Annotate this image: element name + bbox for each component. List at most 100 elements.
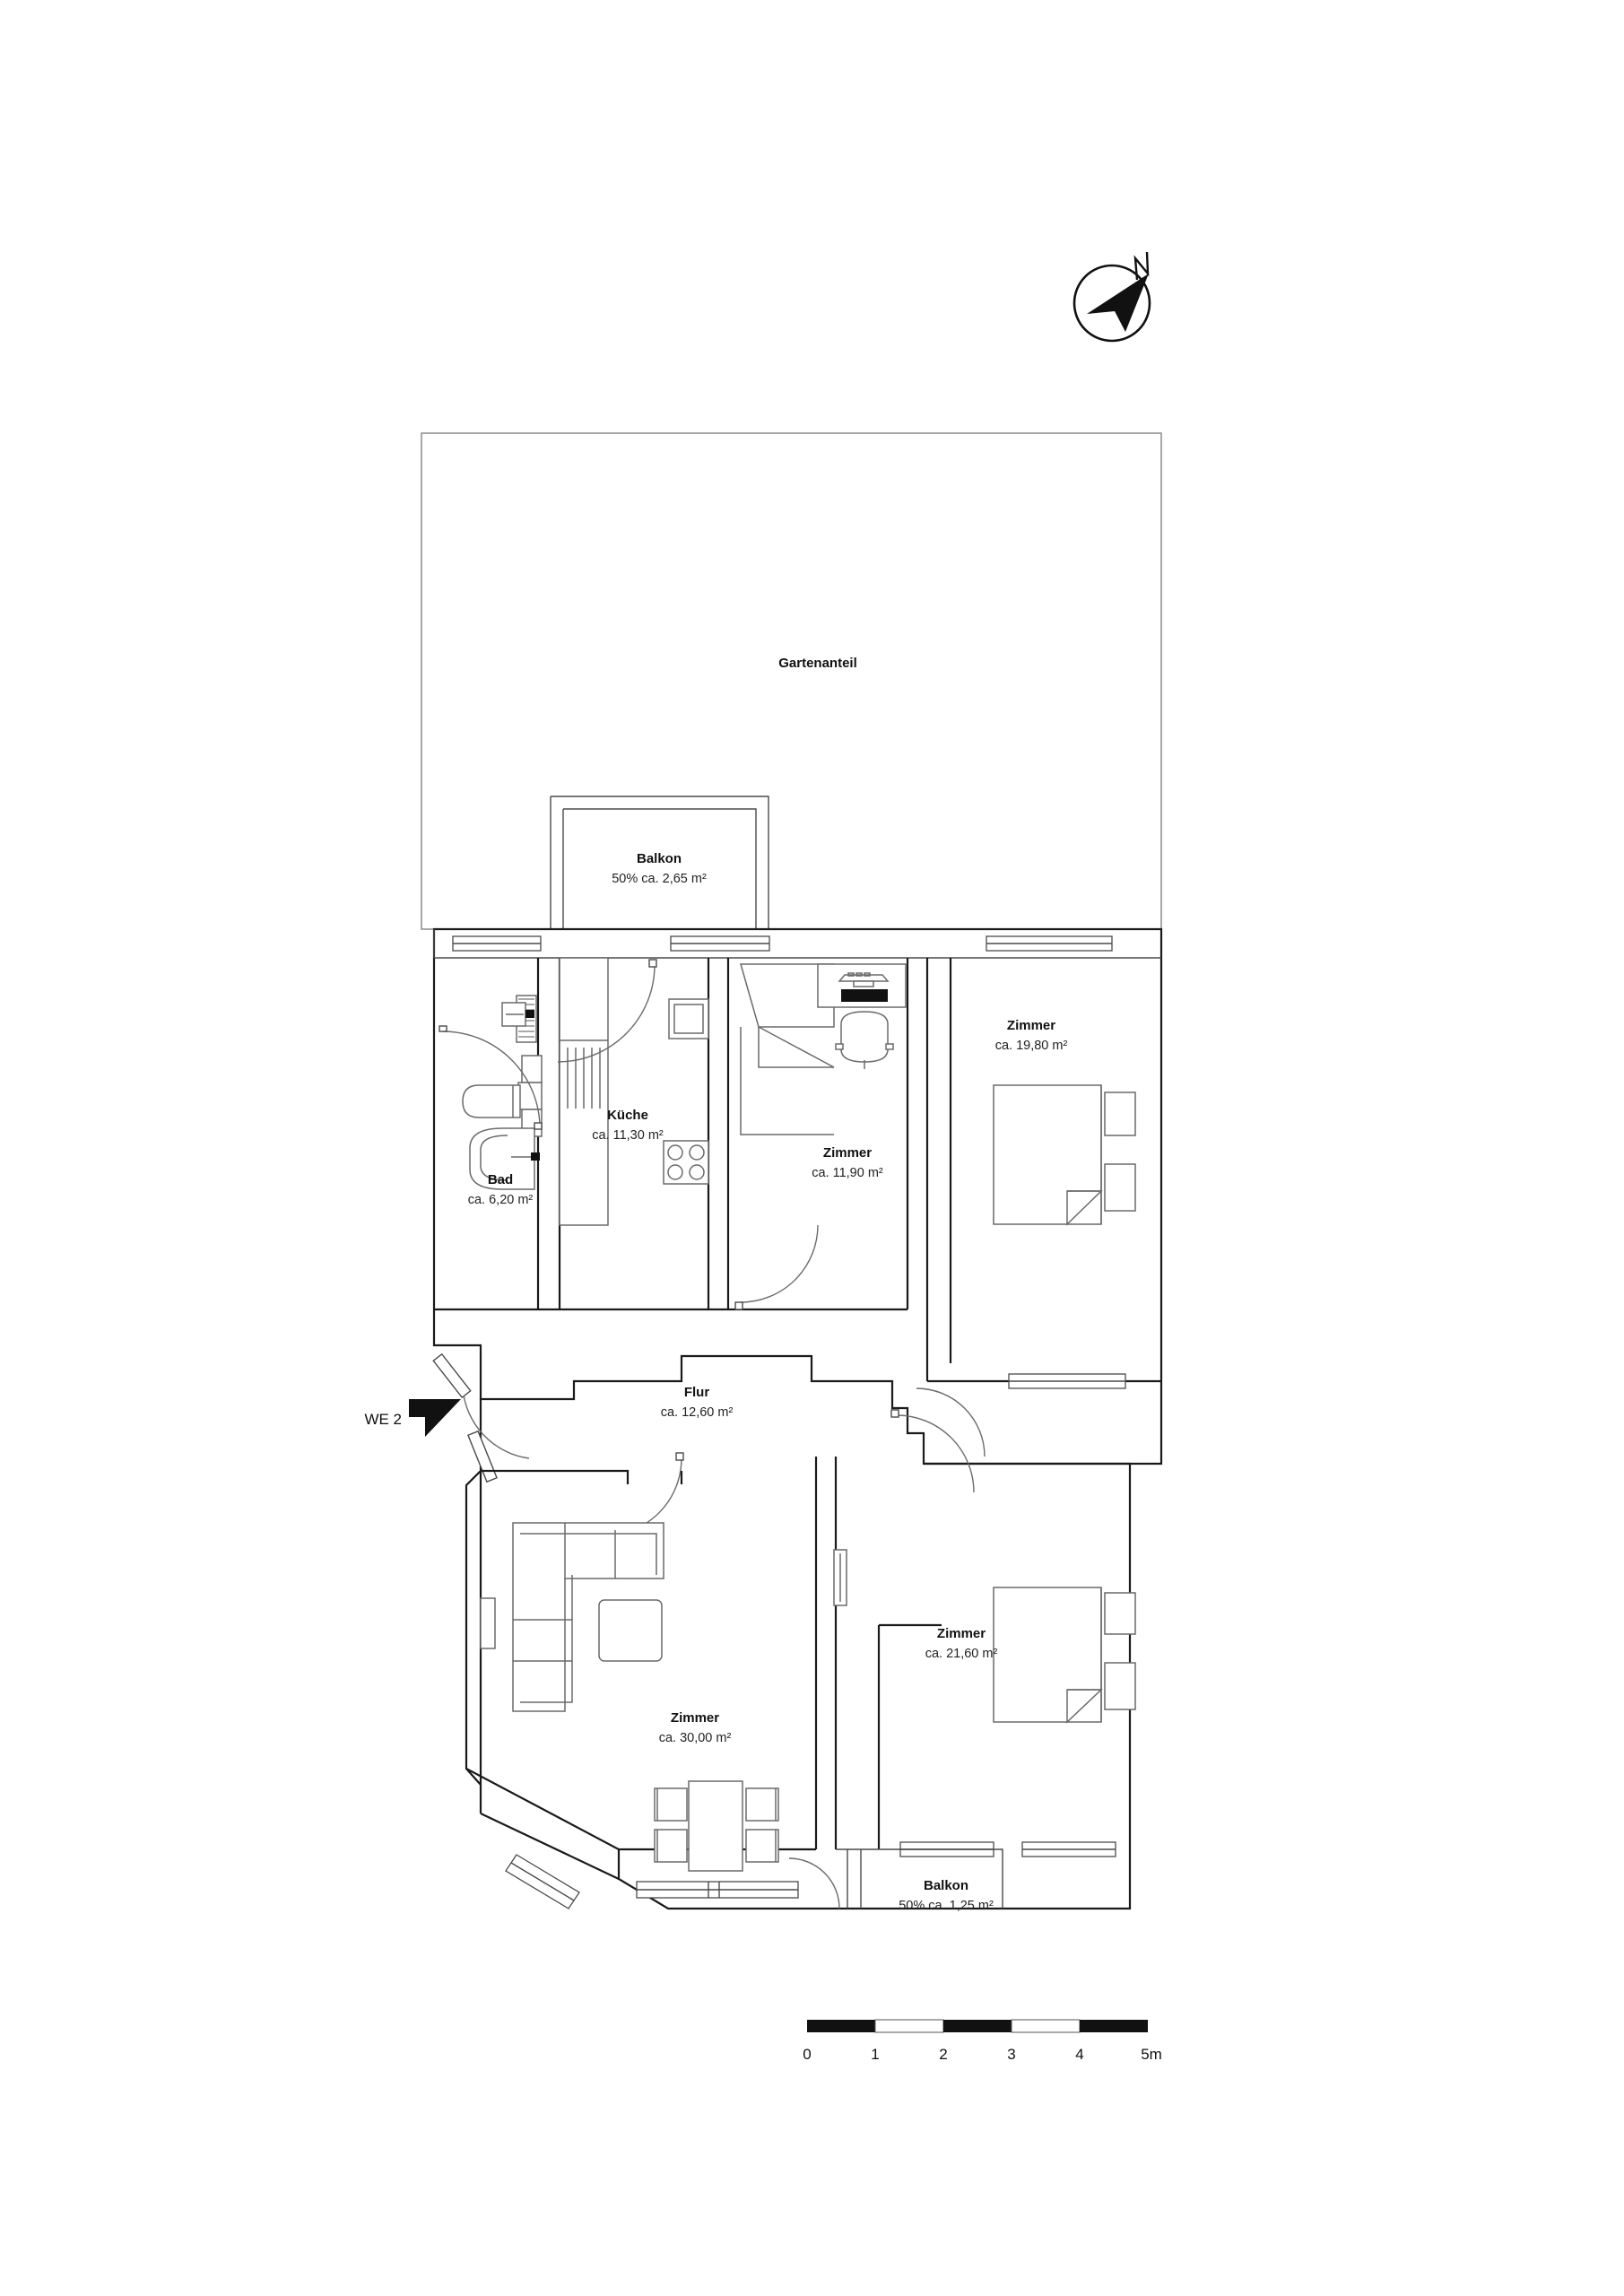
door-zimmer-1190[interactable] (734, 1224, 819, 1310)
door-swing-arc (916, 1387, 986, 1457)
door-entrance[interactable] (432, 1352, 530, 1483)
door-kueche[interactable] (557, 959, 657, 1063)
room-name: Zimmer (937, 1626, 986, 1641)
bed-icon (993, 1084, 1102, 1225)
door-zimmer-2160[interactable] (890, 1409, 975, 1493)
monitor-icon (838, 972, 890, 987)
balcony-lower-wall (836, 1848, 1003, 1909)
room-label-zimmer-2160: Zimmer ca. 21,60 m² (925, 1626, 998, 1661)
wall-bedroom-lower-inset (877, 1623, 942, 1849)
room-label-flur: Flur ca. 12,60 m² (661, 1385, 734, 1420)
scale-tick-2: 2 (939, 2046, 947, 2063)
scale-segment (1080, 2020, 1148, 2032)
door-leaf (439, 1025, 447, 1032)
room-name: Gartenanteil (778, 656, 857, 671)
compass-rose (1073, 251, 1151, 343)
scale-segment (874, 2019, 944, 2033)
window-zimmer-19-80 (986, 935, 1113, 952)
upper-wall-inner-line (433, 929, 1161, 959)
window-zimmer-1980-bottom (1008, 1373, 1126, 1389)
room-labels: Gartenanteil Balkon 50% ca. 2,65 m² Küch… (468, 656, 1068, 1913)
room-label-zimmer-3000: Zimmer ca. 30,00 m² (659, 1710, 732, 1745)
door-swing-arc (442, 1031, 541, 1129)
wall-zimmer1980-bottom (925, 1292, 1161, 1383)
scale-tick-3: 3 (1007, 2046, 1015, 2063)
bedroom-upper-furniture (993, 1084, 1136, 1389)
kitchen-sink-basin (673, 1004, 704, 1034)
bed-icon (993, 1587, 1102, 1723)
balcony-upper-outer-wall (550, 796, 769, 929)
room-area: 50% ca. 1,25 m² (899, 1899, 994, 1913)
room-area: ca. 6,20 m² (468, 1193, 534, 1207)
balcony-upper-inner-wall (562, 808, 757, 929)
office-chair-icon (835, 1011, 894, 1069)
door-leaf-second (467, 1430, 498, 1483)
keyboard-icon (841, 989, 888, 1002)
toilet-bowl (462, 1084, 521, 1118)
entrance-label: WE 2 (364, 1411, 402, 1428)
burner (689, 1144, 705, 1161)
door-leaf (890, 1409, 899, 1418)
dining-chair-icon (654, 1829, 688, 1863)
stove-icon (663, 1140, 709, 1185)
sink-icon (469, 1127, 540, 1190)
dining-chair-icon (745, 1787, 779, 1822)
balcony-door-arc (788, 1857, 840, 1909)
scale-segment (943, 2020, 1012, 2032)
wardrobe-open-mark (758, 1025, 835, 1068)
dining-table-icon (688, 1780, 743, 1872)
burner (689, 1164, 705, 1180)
office-furniture (734, 963, 907, 1310)
dining-chair-icon (654, 1787, 688, 1822)
room-label-balkon-oben: Balkon 50% ca. 2,65 m² (612, 851, 707, 886)
lower-left-wall (465, 1471, 482, 1813)
scale-segment (807, 2020, 875, 2032)
compass-needle-icon (1087, 274, 1149, 332)
garden-area (421, 432, 1162, 930)
scale-bar: 0 1 2 3 4 5m (803, 2019, 1162, 2063)
wardrobe-icon (740, 963, 835, 1028)
room-label-balkon-unten: Balkon 50% ca. 1,25 m² (899, 1878, 994, 1913)
radiator-icon (480, 1597, 496, 1649)
sofa-icon (512, 1522, 664, 1712)
dining-chair-icon (745, 1829, 779, 1863)
apartment-upper-outline (432, 927, 1163, 1465)
room-name: Zimmer (1007, 1018, 1055, 1033)
wall-kueche-right (707, 958, 730, 1309)
room-label-gartenanteil: Gartenanteil (778, 656, 857, 671)
entrance-arrow-icon (409, 1399, 461, 1437)
door-bad[interactable] (439, 1025, 543, 1130)
window-living-bottom (636, 1881, 799, 1899)
room-area: 50% ca. 2,65 m² (612, 872, 707, 886)
door-zimmer-1980[interactable] (916, 1387, 986, 1457)
door-swing-arc (462, 1387, 530, 1459)
chair-armrest (835, 1043, 844, 1050)
room-name: Flur (684, 1385, 709, 1400)
room-area: ca. 12,60 m² (661, 1405, 734, 1420)
compass-north-glyph-icon (1133, 251, 1150, 281)
stove-body (663, 1140, 709, 1185)
bay-window (505, 1854, 580, 1909)
scale-segment (1011, 2019, 1081, 2033)
room-area: ca. 21,60 m² (925, 1647, 998, 1661)
toilet-icon (462, 1055, 543, 1137)
nightstand-icon (1104, 1163, 1136, 1212)
wall-living-bay-diag (480, 1813, 620, 1880)
chair-base (840, 1048, 889, 1063)
room-label-zimmer-1980: Zimmer ca. 19,80 m² (995, 1018, 1068, 1053)
door-leaf (648, 959, 657, 968)
room-name: Zimmer (823, 1145, 872, 1161)
hallway-doors (432, 1352, 986, 1536)
apartment-outer-walls (432, 927, 1163, 1910)
scale-tick-5: 5m (1141, 2046, 1162, 2063)
door-swing-arc (896, 1414, 975, 1493)
room-name: Küche (607, 1108, 648, 1123)
room-name: Zimmer (671, 1710, 719, 1726)
room-label-zimmer-1190: Zimmer ca. 11,90 m² (812, 1145, 883, 1180)
window-bad (452, 935, 542, 952)
garden-outline (421, 432, 1162, 930)
scale-tick-1: 1 (871, 2046, 879, 2063)
wall-living-top (481, 1469, 683, 1484)
balcony-upper (550, 796, 769, 929)
